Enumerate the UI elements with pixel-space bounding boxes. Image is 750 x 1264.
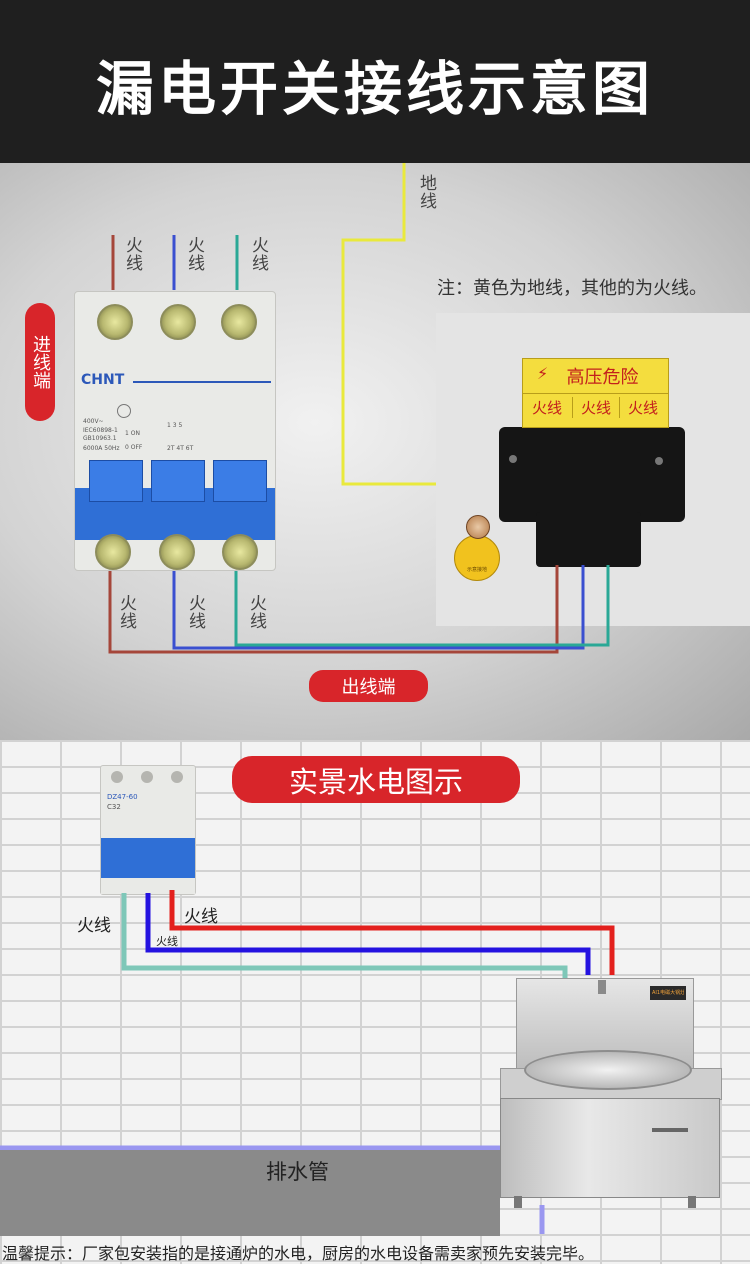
induction-wok-stove: AI1电磁大锅灶 <box>500 978 722 1208</box>
in-wire-label-2: 火线 <box>184 236 204 272</box>
wall-breaker-screw-2 <box>141 771 153 783</box>
breaker-lever-3 <box>213 460 267 502</box>
breaker-spec-rating: 6000A 50Hz <box>83 445 120 452</box>
breaker-spec-gb: GB10963.1 <box>83 435 117 442</box>
page-title: 漏电开关接线示意图 <box>95 55 654 123</box>
ground-wire-label: 地线 <box>416 174 436 210</box>
wall-breaker-rating: C32 <box>107 803 121 811</box>
stove-control-panel: AI1电磁大锅灶 <box>650 986 686 1000</box>
ground-symbol-label: 示意接地 <box>466 567 487 573</box>
junction-box-screw-1 <box>509 455 517 463</box>
breaker-lever-1 <box>89 460 143 502</box>
warning-title: 高压危险 <box>566 367 639 388</box>
breaker-lever-2 <box>151 460 205 502</box>
wall-breaker-model: DZ47-60 <box>107 793 138 801</box>
stove-door-handle <box>652 1128 688 1132</box>
warning-divider <box>523 393 668 394</box>
top-terminal-screw-2 <box>160 304 196 340</box>
stove-leg-right <box>688 1196 696 1208</box>
bottom-terminal-screw-3 <box>222 534 258 570</box>
scene-wire-label-top: 火线 <box>184 907 218 927</box>
breaker-terminals-top: 1 3 5 <box>167 422 183 429</box>
breaker-on-mark: 1 ON <box>125 430 140 437</box>
panel-wire-drops <box>555 565 610 626</box>
scene-wire-teal <box>121 893 568 978</box>
scene-wire-blue <box>145 893 591 975</box>
wok-basin <box>524 1050 692 1090</box>
warning-cell-1: 火线 <box>531 399 562 417</box>
installation-tip: 温馨提示：厂家包安装指的是接通炉的水电，厨房的水电设备需卖家预先安装完毕。 <box>2 1244 595 1263</box>
wall-breaker-lever-block <box>101 838 195 878</box>
out-wire-label-1: 火线 <box>116 594 136 630</box>
breaker-brand-stripe <box>133 381 271 383</box>
in-wire-label-3: 火线 <box>248 236 268 272</box>
scene-title: 实景水电图示 <box>288 764 463 799</box>
breaker-spec-voltage: 400V~ <box>83 418 104 425</box>
wall-breaker-screw-3 <box>171 771 183 783</box>
output-side-label: 出线端 <box>341 677 396 698</box>
bottom-terminal-screw-1 <box>95 534 131 570</box>
bottom-terminal-screw-2 <box>159 534 195 570</box>
ground-color-note: 注：黄色为地线，其他的为火线。 <box>437 278 707 299</box>
warning-cell-3: 火线 <box>627 399 658 417</box>
ground-terminal-sticker: 示意接地 <box>454 535 500 581</box>
scene-wire-red <box>169 890 615 975</box>
scene-title-badge: 实景水电图示 <box>232 756 520 803</box>
stove-faucet <box>598 980 606 994</box>
out-wire-label-3: 火线 <box>246 594 266 630</box>
in-wire-label-1: 火线 <box>122 236 142 272</box>
breaker-spec-iec: IEC60898-1 <box>83 427 118 434</box>
input-side-label: 进线端 <box>30 335 51 389</box>
out-wire-label-2: 火线 <box>185 594 205 630</box>
scene-wire-label-left: 火线 <box>77 916 111 936</box>
top-terminal-screw-3 <box>221 304 257 340</box>
lightning-icon: ⚡ <box>537 364 549 383</box>
ground-terminal-screw <box>466 515 490 539</box>
wall-breaker-screw-1 <box>111 771 123 783</box>
breaker-brand: CHNT <box>81 372 125 388</box>
leakage-breaker: CHNT 400V~ IEC60898-1 GB10963.1 6000A 50… <box>74 291 276 571</box>
junction-box <box>499 427 685 522</box>
output-side-badge: 出线端 <box>309 670 428 702</box>
stove-leg-left <box>514 1196 522 1208</box>
junction-box-lower <box>536 512 641 567</box>
drain-pipe-label: 排水管 <box>266 1160 329 1184</box>
breaker-terminals-bottom: 2T 4T 6T <box>167 445 194 452</box>
top-terminal-screw-1 <box>97 304 133 340</box>
input-side-badge: 进线端 <box>25 303 55 421</box>
certification-mark <box>117 404 131 418</box>
stove-cabinet <box>500 1098 720 1198</box>
breaker-off-mark: 0 OFF <box>125 444 143 451</box>
scene-wire-label-small: 火线 <box>156 935 178 948</box>
drain-pipe-base <box>0 1150 500 1236</box>
warning-cell-2: 火线 <box>572 397 620 418</box>
stove-panel-text: AI1电磁大锅灶 <box>652 990 684 996</box>
junction-box-screw-2 <box>655 457 663 465</box>
high-voltage-warning-label: ⚡ 高压危险 火线 火线 火线 <box>522 358 669 428</box>
header-banner: 漏电开关接线示意图 <box>0 0 750 163</box>
